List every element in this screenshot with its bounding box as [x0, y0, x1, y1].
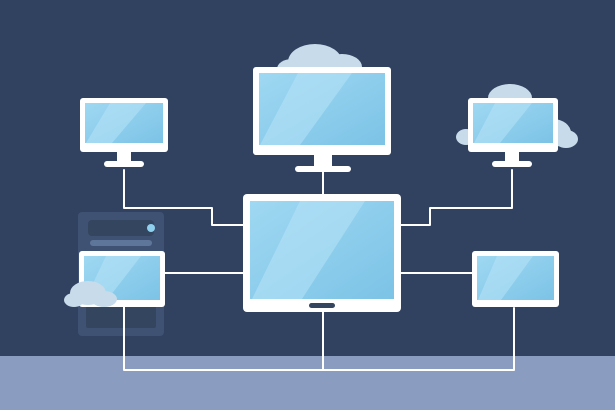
screen-glare — [478, 256, 533, 300]
monitor-stand-base — [295, 166, 351, 172]
monitor-stand-neck — [314, 155, 332, 166]
top-center-monitor — [253, 44, 391, 172]
cloud-icon — [554, 130, 578, 148]
server-vent — [86, 306, 156, 328]
screen-glare — [252, 201, 365, 299]
cable-top-right — [400, 169, 513, 226]
cable-bottom-loop — [123, 305, 324, 371]
network-cables — [123, 169, 515, 371]
server-slot — [90, 240, 152, 246]
right-display — [472, 251, 559, 307]
server-top-bar — [88, 220, 154, 236]
monitor-stand-neck — [505, 152, 519, 161]
screen-glare — [86, 103, 146, 143]
cable-top-left — [123, 169, 244, 226]
cloud-icon — [64, 293, 84, 307]
cable-bottom-loop-right — [322, 307, 515, 371]
screen-glare — [260, 73, 352, 145]
server-led-icon — [147, 224, 155, 232]
top-right-monitor — [456, 84, 578, 167]
monitor-stand-base — [492, 161, 532, 167]
monitor-stand-base — [104, 161, 144, 167]
top-left-monitor — [80, 98, 168, 167]
screen-glare — [474, 103, 532, 143]
floor — [0, 356, 615, 410]
monitor-stand-neck — [117, 152, 131, 161]
central-hub-display — [243, 194, 401, 312]
cloud-icon — [91, 291, 117, 307]
left-display — [64, 251, 165, 307]
tablet-home-button — [309, 303, 335, 308]
